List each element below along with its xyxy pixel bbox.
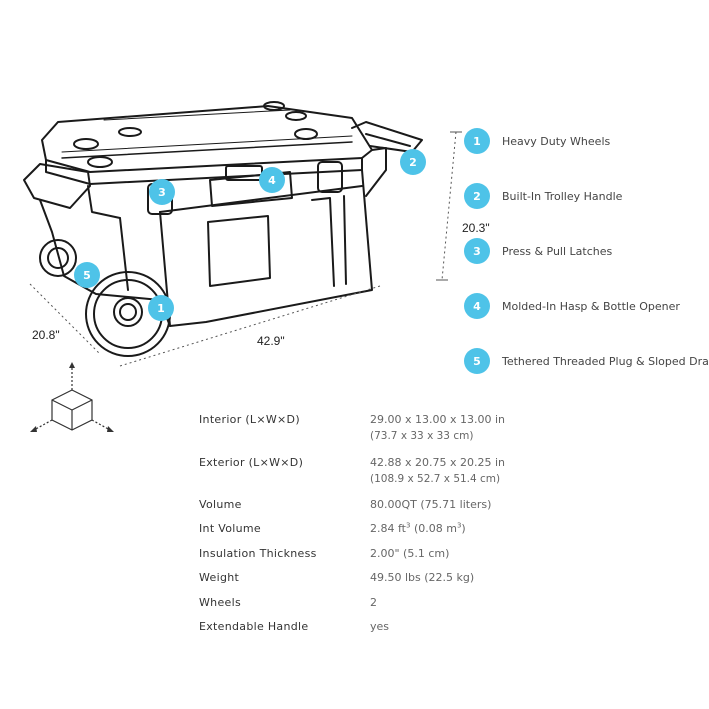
legend-item: 5 Tethered Threaded Plug & Sloped Drain xyxy=(464,348,709,374)
legend-label: Heavy Duty Wheels xyxy=(502,134,611,148)
spec-value: 2.84 ft3 (0.08 m3) xyxy=(370,522,466,535)
spec-label: Wheels xyxy=(199,596,241,609)
legend-marker: 3 xyxy=(464,238,490,264)
spec-value: 49.50 lbs (22.5 kg) xyxy=(370,571,475,584)
spec-value: 29.00 x 13.00 x 13.00 in xyxy=(370,413,506,426)
superscript: 3 xyxy=(405,521,411,530)
legend-label: Tethered Threaded Plug & Sloped Drain xyxy=(502,354,709,368)
spec-value-metric: (108.9 x 52.7 x 51.4 cm) xyxy=(370,473,501,485)
legend-item: 1 Heavy Duty Wheels xyxy=(464,128,610,154)
depth-dimension: 20.8" xyxy=(32,328,60,342)
legend-item: 2 Built-In Trolley Handle xyxy=(464,183,622,209)
legend-item: 3 Press & Pull Latches xyxy=(464,238,612,264)
spec-value: 2 xyxy=(370,596,377,609)
spec-label: Int Volume xyxy=(199,522,261,535)
spec-value: 80.00QT (75.71 liters) xyxy=(370,498,492,511)
legend-label: Built-In Trolley Handle xyxy=(502,189,623,203)
marker-wheels: 1 xyxy=(148,295,174,321)
superscript: 3 xyxy=(456,521,462,530)
spec-value: yes xyxy=(370,620,390,633)
length-dimension: 42.9" xyxy=(257,334,285,348)
spec-value-part: 2.84 ft xyxy=(370,522,406,535)
spec-label: Weight xyxy=(199,571,240,584)
legend-marker: 5 xyxy=(464,348,490,374)
height-dimension: 20.3" xyxy=(462,221,490,235)
legend-marker: 4 xyxy=(464,293,490,319)
spec-label: Insulation Thickness xyxy=(199,547,317,560)
spec-value-part: ) xyxy=(461,522,466,535)
legend-label: Press & Pull Latches xyxy=(502,244,613,258)
spec-label: Exterior (L×W×D) xyxy=(199,456,304,469)
spec-label: Volume xyxy=(199,498,242,511)
marker-trolley-handle: 2 xyxy=(400,149,426,175)
legend-item: 4 Molded-In Hasp & Bottle Opener xyxy=(464,293,680,319)
spec-value: 2.00" (5.1 cm) xyxy=(370,547,450,560)
legend-marker: 2 xyxy=(464,183,490,209)
3d-cube-icon xyxy=(33,366,111,431)
spec-label: Extendable Handle xyxy=(199,620,309,633)
marker-hasp: 4 xyxy=(259,167,285,193)
marker-latches: 3 xyxy=(149,179,175,205)
spec-value-part: (0.08 m xyxy=(410,522,457,535)
trolley-handle xyxy=(351,121,423,153)
legend-marker: 1 xyxy=(464,128,490,154)
spec-value: 42.88 x 20.75 x 20.25 in xyxy=(370,456,506,469)
spec-value-metric: (73.7 x 33 x 33 cm) xyxy=(370,430,474,442)
marker-drain: 5 xyxy=(74,262,100,288)
legend-label: Molded-In Hasp & Bottle Opener xyxy=(502,299,680,313)
spec-label: Interior (L×W×D) xyxy=(199,413,300,426)
